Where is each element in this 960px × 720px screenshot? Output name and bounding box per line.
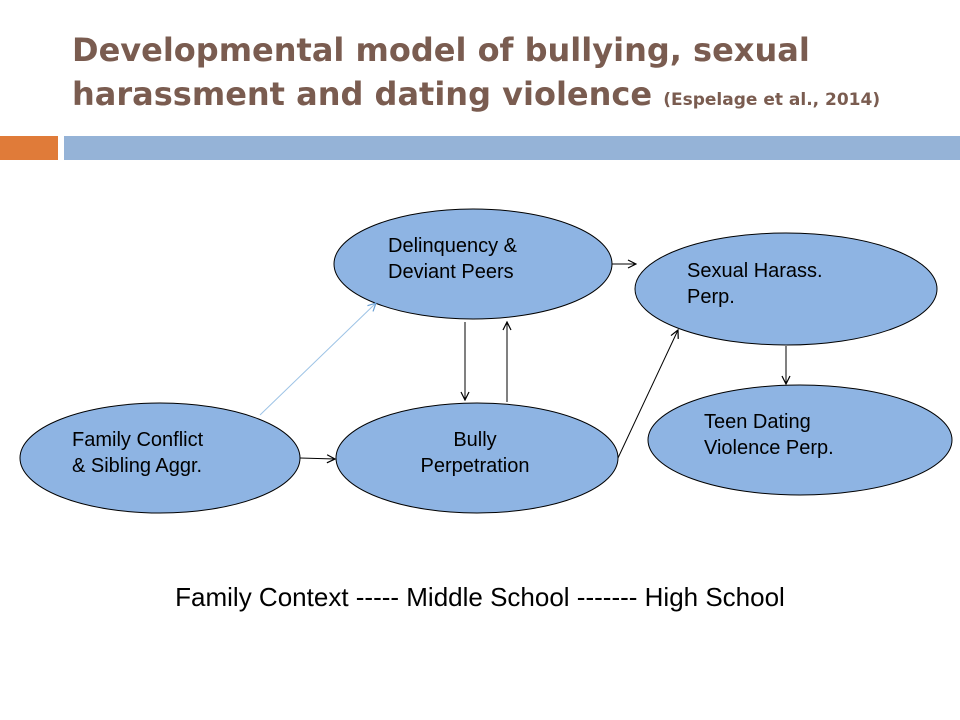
node-sexual-harassment <box>634 232 938 346</box>
arrow-family-to-delinquency <box>259 303 376 416</box>
accent-bar-blue <box>64 136 960 160</box>
timeline-caption: Family Context ----- Middle School -----… <box>175 582 785 612</box>
title-main: Developmental model of bullying, sexual … <box>72 31 810 113</box>
slide-title: Developmental model of bullying, sexual … <box>72 28 942 122</box>
arrow-family-to-bully <box>299 458 335 459</box>
label-bully-perpetration: Bully Perpetration <box>420 429 530 477</box>
label-delinquency: Delinquency & Deviant Peers <box>388 235 517 283</box>
label-dating-violence: Teen Dating Violence Perp. <box>704 411 834 459</box>
label-sexual-harassment: Sexual Harass. Perp. <box>687 260 823 308</box>
label-family-conflict: Family Conflict & Sibling Aggr. <box>72 429 204 477</box>
accent-bar-orange <box>0 136 58 160</box>
title-citation: (Espelage et al., 2014) <box>663 90 881 110</box>
arrow-bully-to-harassment <box>617 330 678 459</box>
node-dating-violence <box>647 384 953 496</box>
